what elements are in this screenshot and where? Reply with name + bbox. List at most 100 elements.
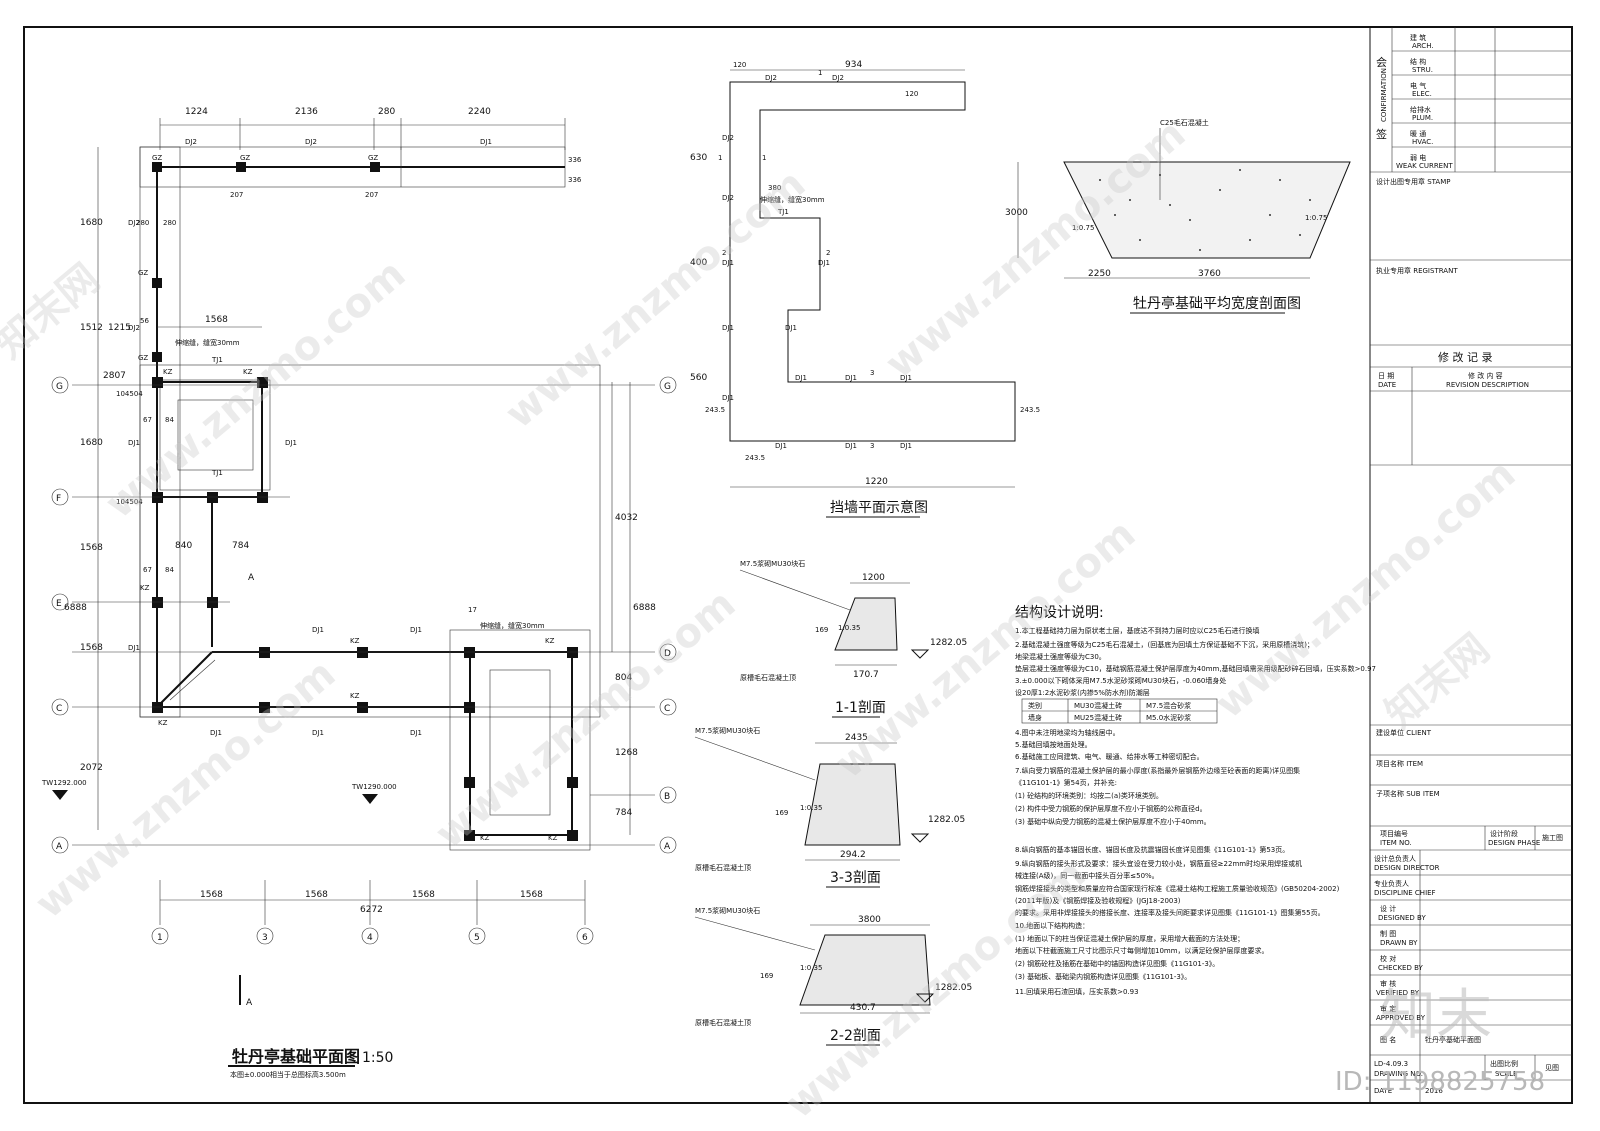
watermark-url-1: www.znzmo.com [97,251,414,528]
label-a-mark-2: A [246,998,253,1008]
watermark-brand-1: 知末网 [0,255,108,367]
section-title: 牡丹亭基础平均宽度剖面图 [1133,295,1301,312]
section-bottom: 3760 [1198,269,1221,279]
note-line-8: 5.基础回填按地面处理。 [1015,740,1092,749]
label-wall-dj1-10: DJ1 [900,442,912,450]
label-840: 840 [175,541,192,551]
label-56: 56 [140,317,149,325]
tb-role-4-en: DRAWN BY [1380,939,1418,947]
table-r2c1: 墙身 [1028,713,1042,722]
label-kz-1: KZ [163,368,173,376]
label-280-v2: 280 [163,219,176,227]
tb-revision: 修 改 记 录 [1438,350,1493,364]
label-wall-dj1-3: DJ1 [722,324,734,332]
label-dj2-top2: DJ2 [305,138,317,146]
wall-dim-2435-w: 243.5 [745,454,765,462]
tb-client: 建设单位 CLIENT [1376,728,1432,737]
wall-dim-400: 400 [690,258,707,268]
label-dj2-top1: DJ2 [185,138,197,146]
right-dim-804: 804 [615,673,632,683]
tb-disc-4-en: PLUM. [1412,114,1433,122]
label-kz-6: KZ [350,692,360,700]
tb-registrant: 执业专用章 REGISTRANT [1376,266,1458,275]
tb-disc-5-en: HVAC. [1412,138,1433,146]
table-r1c3: M7.5混合砂浆 [1146,701,1191,710]
note-line-24: (2) 钢筋砼柱及插筋在基础中的锚固构造详见图集《11G101-3》。 [1015,959,1219,968]
axis-row-c-right: C [664,704,670,714]
sec11-level: 1282.05 [930,638,967,648]
label-67-b: 67 [143,566,152,574]
axis-col-1: 1 [157,933,163,943]
label-dj1-left1: DJ1 [128,439,140,447]
table-r2c2: MU25混凝土砖 [1074,713,1122,722]
tb-role-6-en: VERIFIED BY [1376,989,1420,997]
label-336-2: 336 [568,176,582,184]
left-dim-1512: 1512 [80,323,103,333]
sec22-base: 原槽毛石混凝土顶 [695,1018,751,1027]
axis-col-5: 5 [474,933,480,943]
left-dim-6888: 6888 [64,603,87,613]
plan-top-dim-3: 280 [378,107,395,117]
foundation-avg-section: C25毛石混凝土 3000 1:0.75 1:0.75 2250 3760 牡丹… [1005,118,1351,314]
plan-top-dim-2: 2136 [295,107,318,117]
tb-scale-val: 见图 [1545,1064,1559,1072]
tb-disc-1-cn: 建 筑 [1410,33,1426,42]
tb-role-7-en: APPROVED BY [1376,1014,1426,1022]
axis-row-g-left: G [56,382,63,392]
left-dim-1568b: 1568 [80,643,103,653]
label-joint-1: 伸缩缝，缝宽30mm [175,338,240,347]
tb-disc-6-en: WEAK CURRENT [1396,162,1453,170]
note-line-20: 的要求。采用非焊接接头的搭接长度、连接率及接头间距要求详见图集《11G101-1… [1015,908,1325,917]
tb-drawing-no: LD-4.09.3 [1374,1060,1408,1068]
axis-row-b-right: B [664,792,670,802]
tb-role-1-cn: 设计总负责人 [1374,854,1416,863]
left-dim-1680b: 1680 [80,438,103,448]
note-line-19: (2011年版)及《钢筋焊接及验收规程》(JGJ18-2003) [1015,896,1181,905]
tb-rev-en: REVISION DESCRIPTION [1446,381,1529,389]
bottom-dim-total: 6272 [360,905,383,915]
label-17: 17 [468,606,477,614]
plan-top-dim-4: 2240 [468,107,491,117]
sec11-bottom: 170.7 [853,670,879,680]
note-line-10: 7.纵向受力钢筋的混凝土保护层的最小厚度(系指最外层钢筋外边缘至砼表面的距离)详… [1015,766,1300,775]
sec33-bottom: 294.2 [840,850,866,860]
label-dj2-v2: DJ2 [128,324,140,332]
tb-scale-en: SCALE [1495,1070,1517,1078]
wall-mark-1a: 1 [818,69,822,77]
tb-itemno-en: ITEM NO. [1380,839,1412,847]
right-dim-784: 784 [615,808,632,818]
axis-row-c-left: C [56,704,62,714]
section-slope-right: 1:0.75 [1305,214,1327,222]
tb-role-6-cn: 审 核 [1380,979,1396,988]
note-line-4: 垫层混凝土强度等级为C10，基础钢筋混凝土保护层厚度为40mm,基础回填需采用级… [1015,664,1376,673]
bottom-dim-1: 1568 [200,890,223,900]
section-slope-left: 1:0.75 [1072,224,1094,232]
sec33-level: 1282.05 [928,815,965,825]
note-line-12: (1) 砼结构的环境类别：均按二(a)类环境类别。 [1015,791,1163,800]
label-wall-dj1-4: DJ1 [785,324,797,332]
note-line-26: 11.回填采用石渣回填，压实系数>0.93 [1015,987,1139,996]
left-dim-2807: 2807 [103,371,126,381]
label-gz-3: GZ [368,154,378,162]
axis-row-e-left: E [56,599,62,609]
label-gz-4: GZ [138,269,148,277]
table-r2c3: M5.0水泥砂浆 [1146,713,1191,722]
wall-mark-1c: 1 [762,154,766,162]
sec22-level: 1282.05 [935,983,972,993]
label-dj1-top: DJ1 [480,138,492,146]
sec11-title: 1-1剖面 [835,700,886,716]
wall-mark-1b: 1 [718,154,722,162]
tb-subitem: 子项名称 SUB ITEM [1376,789,1440,798]
watermark-url-4: www.znzmo.com [27,651,344,928]
sec11-base: 原槽毛石混凝土顶 [740,673,796,682]
label-a-mark-1: A [248,573,255,583]
tb-disc-4-cn: 给排水 [1410,105,1431,114]
tb-disc-2-cn: 结 构 [1410,57,1426,66]
retaining-wall-plan: 934 120 DJ2 DJ2 1 120 DJ2 DJ2 1 1 630 38… [690,60,1040,518]
note-line-13: (2) 构件中受力钢筋的保护层厚度不应小于钢筋的公称直径d。 [1015,804,1207,813]
label-84-a: 84 [165,416,174,424]
note-line-7: 4.图中未注明地梁均为轴线居中。 [1015,728,1120,737]
watermark-id: ID: 1198825758 [1335,1067,1545,1097]
left-dim-104504a: 104504 [116,390,143,398]
sec22-height: 169 [760,972,773,980]
